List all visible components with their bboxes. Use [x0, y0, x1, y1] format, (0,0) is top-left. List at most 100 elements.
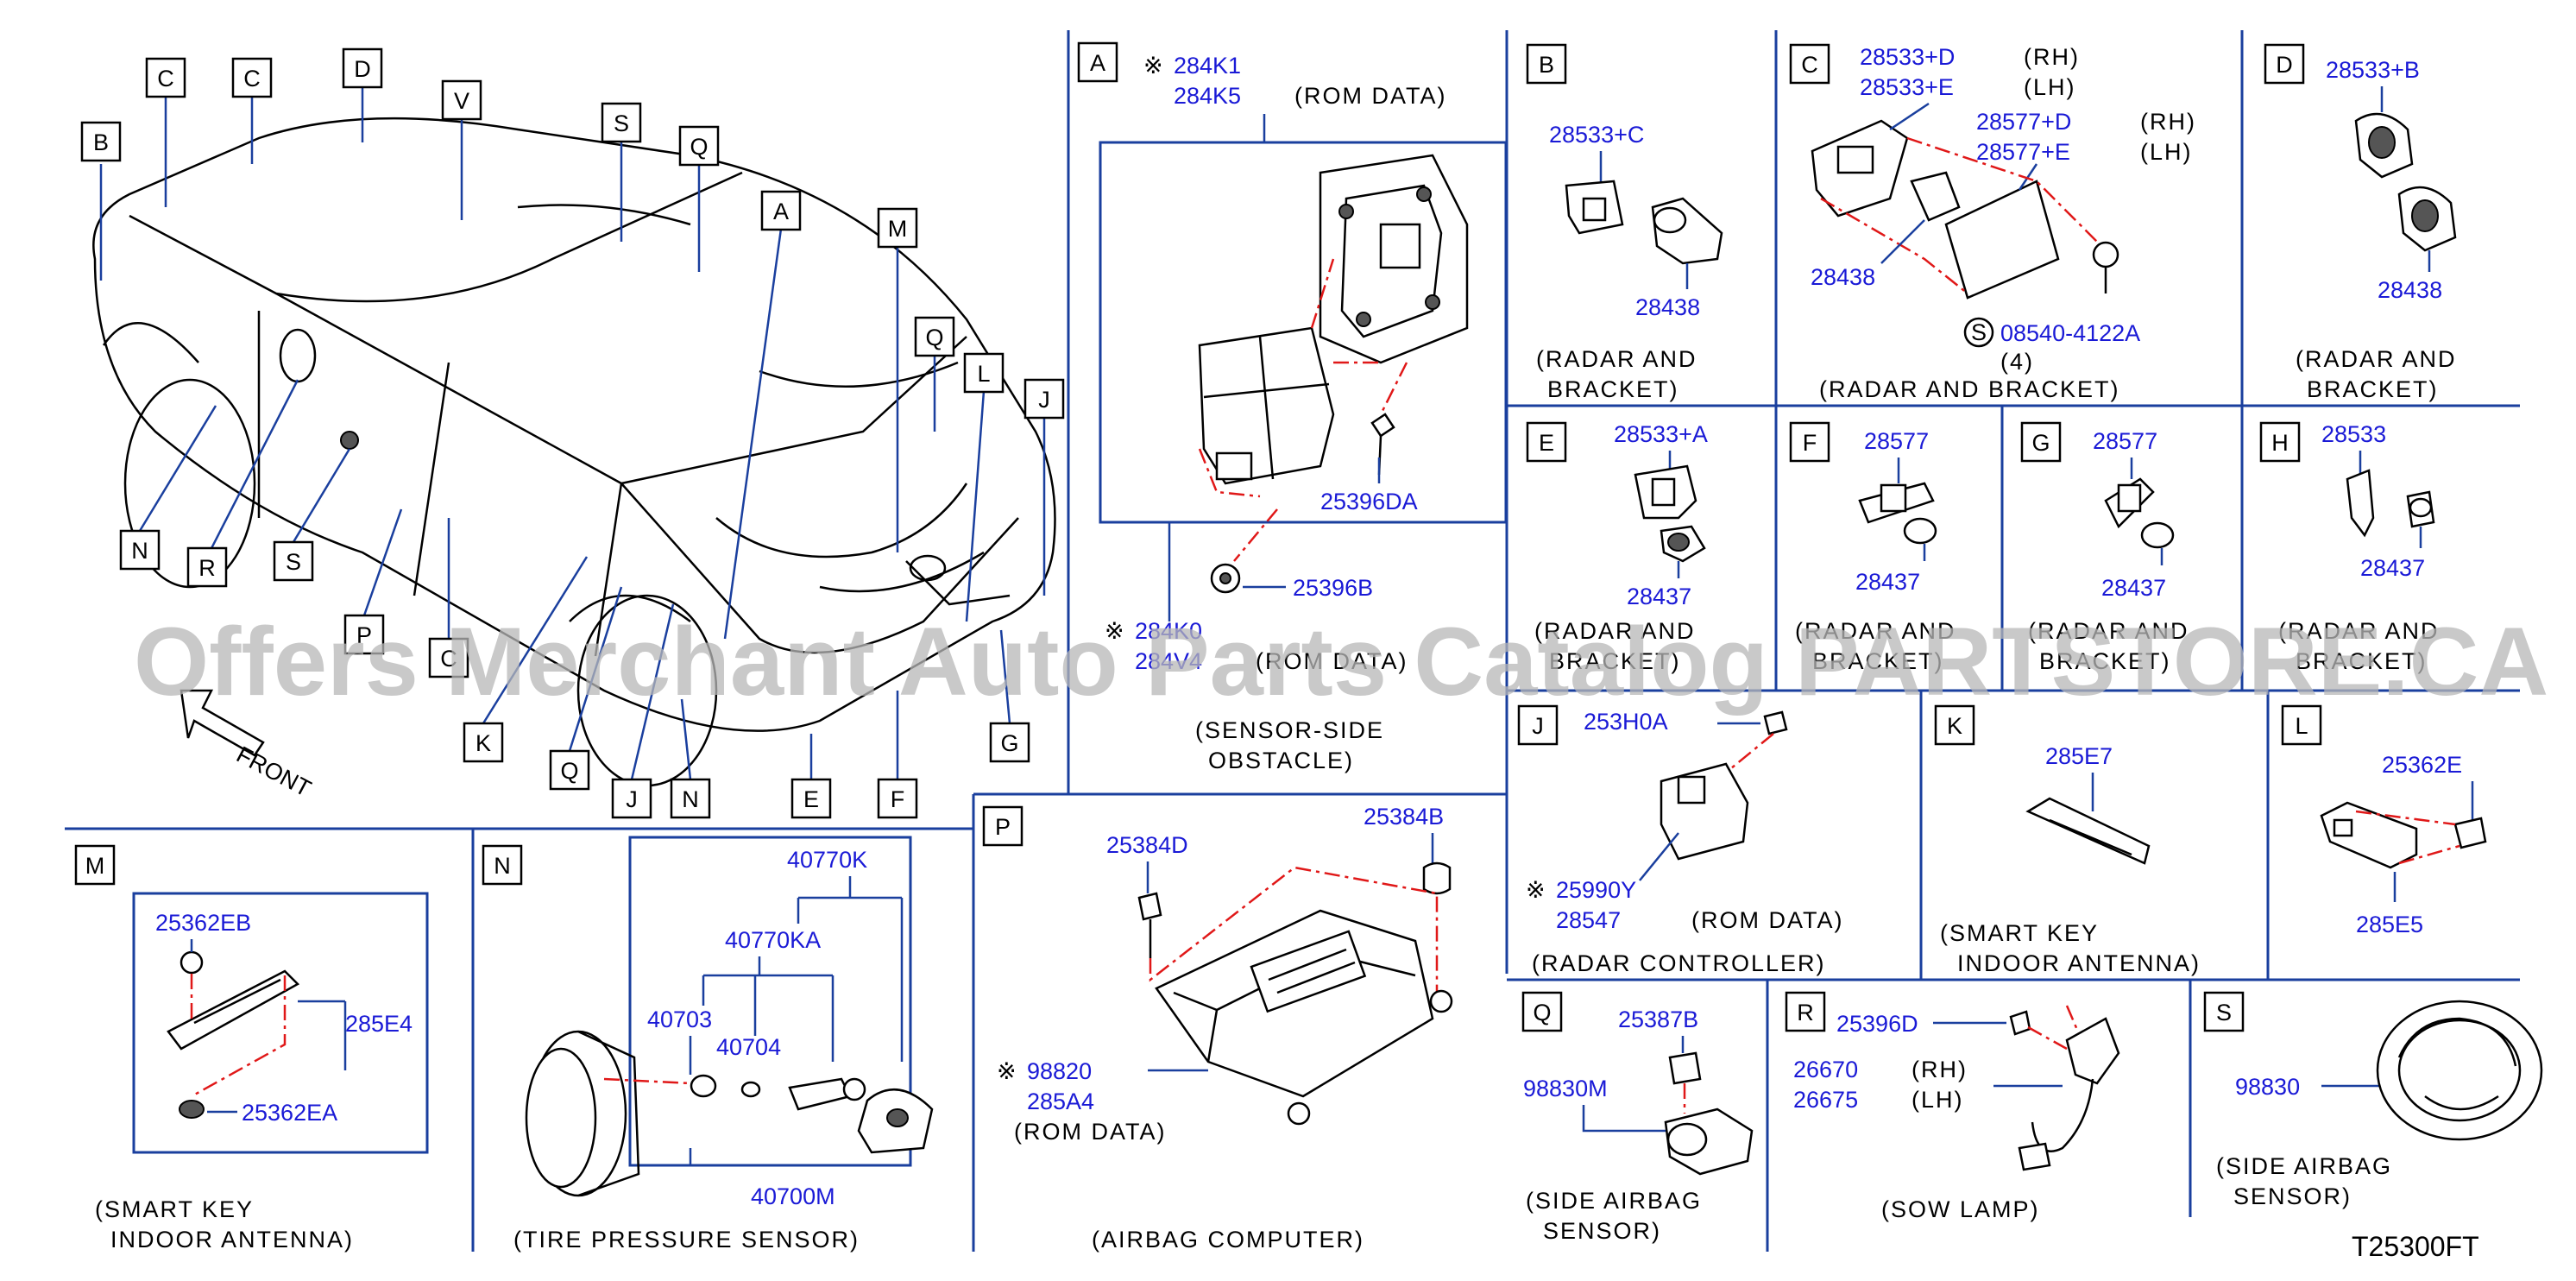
svg-text:J: J — [626, 786, 638, 812]
svg-text:28577: 28577 — [2093, 428, 2157, 454]
callout-r: R — [186, 546, 228, 588]
svg-text:BRACKET): BRACKET) — [1549, 648, 1681, 674]
svg-text:Q: Q — [560, 758, 578, 784]
svg-text:S: S — [286, 549, 301, 575]
svg-text:(LH): (LH) — [1912, 1087, 1964, 1113]
section-l: L 25362E 285E5 — [2281, 704, 2487, 937]
callout-k: K — [463, 722, 504, 763]
svg-text:28577: 28577 — [1864, 428, 1929, 454]
svg-text:28577+E: 28577+E — [1976, 139, 2070, 165]
section-b: B 28533+C 28438 (RADAR AND BRACKET) — [1526, 43, 1723, 402]
svg-text:40770K: 40770K — [787, 847, 867, 873]
svg-text:SENSOR): SENSOR) — [2233, 1183, 2352, 1209]
svg-text:26675: 26675 — [1793, 1087, 1858, 1113]
svg-text:28533+C: 28533+C — [1549, 122, 1644, 148]
callout-q: Q — [549, 749, 590, 791]
svg-text:Q: Q — [690, 134, 708, 160]
svg-text:BRACKET): BRACKET) — [2307, 376, 2439, 402]
callout-s: S — [273, 540, 314, 582]
svg-text:(TIRE PRESSURE SENSOR): (TIRE PRESSURE SENSOR) — [513, 1227, 860, 1253]
svg-text:40700M: 40700M — [751, 1183, 835, 1209]
svg-text:28547: 28547 — [1556, 907, 1621, 933]
svg-text:L: L — [2295, 713, 2308, 739]
svg-text:BRACKET): BRACKET) — [2296, 648, 2428, 674]
svg-text:(LH): (LH) — [2024, 74, 2076, 100]
callout-q: Q — [678, 125, 720, 167]
callout-g: G — [989, 722, 1030, 763]
section-q: Q 25387B 98830M (SIDE AIRBAG SENSOR) — [1521, 991, 1754, 1244]
svg-text:28577+D: 28577+D — [1976, 109, 2071, 135]
svg-text:N: N — [494, 853, 511, 879]
svg-text:G: G — [1000, 730, 1018, 756]
svg-text:S: S — [614, 110, 629, 136]
svg-text:28533+B: 28533+B — [2326, 57, 2420, 83]
svg-text:E: E — [1539, 430, 1554, 456]
svg-text:K: K — [476, 730, 491, 756]
svg-text:(SMART KEY: (SMART KEY — [1940, 920, 2099, 946]
svg-text:M: M — [888, 216, 908, 242]
svg-text:(LH): (LH) — [2140, 139, 2193, 165]
callout-f: F — [877, 778, 918, 819]
svg-text:P: P — [995, 814, 1011, 840]
svg-text:J: J — [1038, 387, 1050, 413]
svg-text:G: G — [2031, 430, 2050, 456]
svg-text:28438: 28438 — [1811, 264, 1875, 290]
section-k: K 285E7 (SMART KEY INDOOR ANTENNA) — [1934, 704, 2199, 976]
svg-text:M: M — [85, 853, 105, 879]
svg-text:28533+D: 28533+D — [1860, 44, 1955, 70]
section-e: E 28533+A 28437 (RADAR AND BRACKET) — [1526, 421, 1708, 674]
svg-text:25362EA: 25362EA — [242, 1100, 337, 1126]
car-callout-lines — [99, 86, 1046, 780]
svg-text:(SENSOR-SIDE: (SENSOR-SIDE — [1195, 717, 1384, 743]
section-h: H 28533 28437 (RADAR AND BRACKET) — [2259, 421, 2438, 674]
section-d: D 28533+B 28438 (RADAR AND BRACKET) — [2264, 43, 2457, 402]
svg-text:98820: 98820 — [1027, 1058, 1092, 1084]
svg-text:28437: 28437 — [2360, 555, 2425, 581]
svg-text:BRACKET): BRACKET) — [1547, 376, 1679, 402]
svg-text:25990Y: 25990Y — [1556, 877, 1636, 903]
svg-text:26670: 26670 — [1793, 1057, 1858, 1082]
svg-text:(RADAR AND: (RADAR AND — [2028, 618, 2189, 644]
svg-text:28437: 28437 — [1627, 584, 1691, 609]
svg-text:25362E: 25362E — [2382, 752, 2462, 778]
svg-text:285E5: 285E5 — [2356, 912, 2423, 937]
svg-text:INDOOR ANTENNA): INDOOR ANTENNA) — [110, 1227, 354, 1253]
svg-text:(RADAR AND: (RADAR AND — [1795, 618, 1956, 644]
section-g: G 28577 28437 (RADAR AND BRACKET) — [2020, 421, 2189, 674]
callout-m: M — [877, 207, 918, 249]
svg-text:08540-4122A: 08540-4122A — [2000, 320, 2140, 346]
svg-text:(RADAR CONTROLLER): (RADAR CONTROLLER) — [1532, 950, 1826, 976]
svg-text:B: B — [1539, 52, 1554, 78]
svg-text:E: E — [803, 786, 819, 812]
svg-text:SENSOR): SENSOR) — [1543, 1218, 1661, 1244]
svg-text:284K1: 284K1 — [1174, 53, 1241, 79]
diagram-code: T25300FT — [2352, 1231, 2479, 1262]
svg-text:40770KA: 40770KA — [725, 927, 821, 953]
section-n: N 40770K 40770KA 40703 40704 40700M (TIR… — [482, 836, 934, 1253]
callout-n: N — [670, 778, 711, 819]
callout-c: C — [231, 57, 273, 98]
callout-h: J — [1023, 378, 1065, 420]
svg-text:98830M: 98830M — [1523, 1076, 1608, 1101]
svg-text:(RH): (RH) — [2024, 44, 2080, 70]
svg-text:(RADAR AND: (RADAR AND — [1534, 618, 1696, 644]
svg-text:L: L — [977, 361, 990, 387]
svg-text:K: K — [1947, 713, 1962, 739]
callout-d: D — [342, 47, 383, 89]
svg-text:98830: 98830 — [2235, 1074, 2300, 1100]
svg-text:D: D — [2276, 52, 2293, 78]
callout-p: P — [343, 614, 385, 655]
svg-text:A: A — [773, 199, 789, 224]
svg-text:J: J — [1532, 713, 1544, 739]
svg-text:284K0: 284K0 — [1135, 618, 1202, 644]
callout-j: J — [611, 778, 652, 819]
svg-text:25396B: 25396B — [1293, 575, 1373, 601]
callout-e: E — [790, 778, 832, 819]
section-r: R 25396D 26670 (RH) 26675 (LH) (SOW LAMP… — [1785, 991, 2120, 1222]
svg-text:28438: 28438 — [2378, 277, 2442, 303]
callout-c: C — [145, 57, 186, 98]
svg-text:V: V — [454, 88, 469, 114]
svg-text:25384B: 25384B — [1364, 804, 1444, 830]
callout-q: Q — [914, 316, 955, 357]
svg-text:285E7: 285E7 — [2045, 743, 2113, 769]
